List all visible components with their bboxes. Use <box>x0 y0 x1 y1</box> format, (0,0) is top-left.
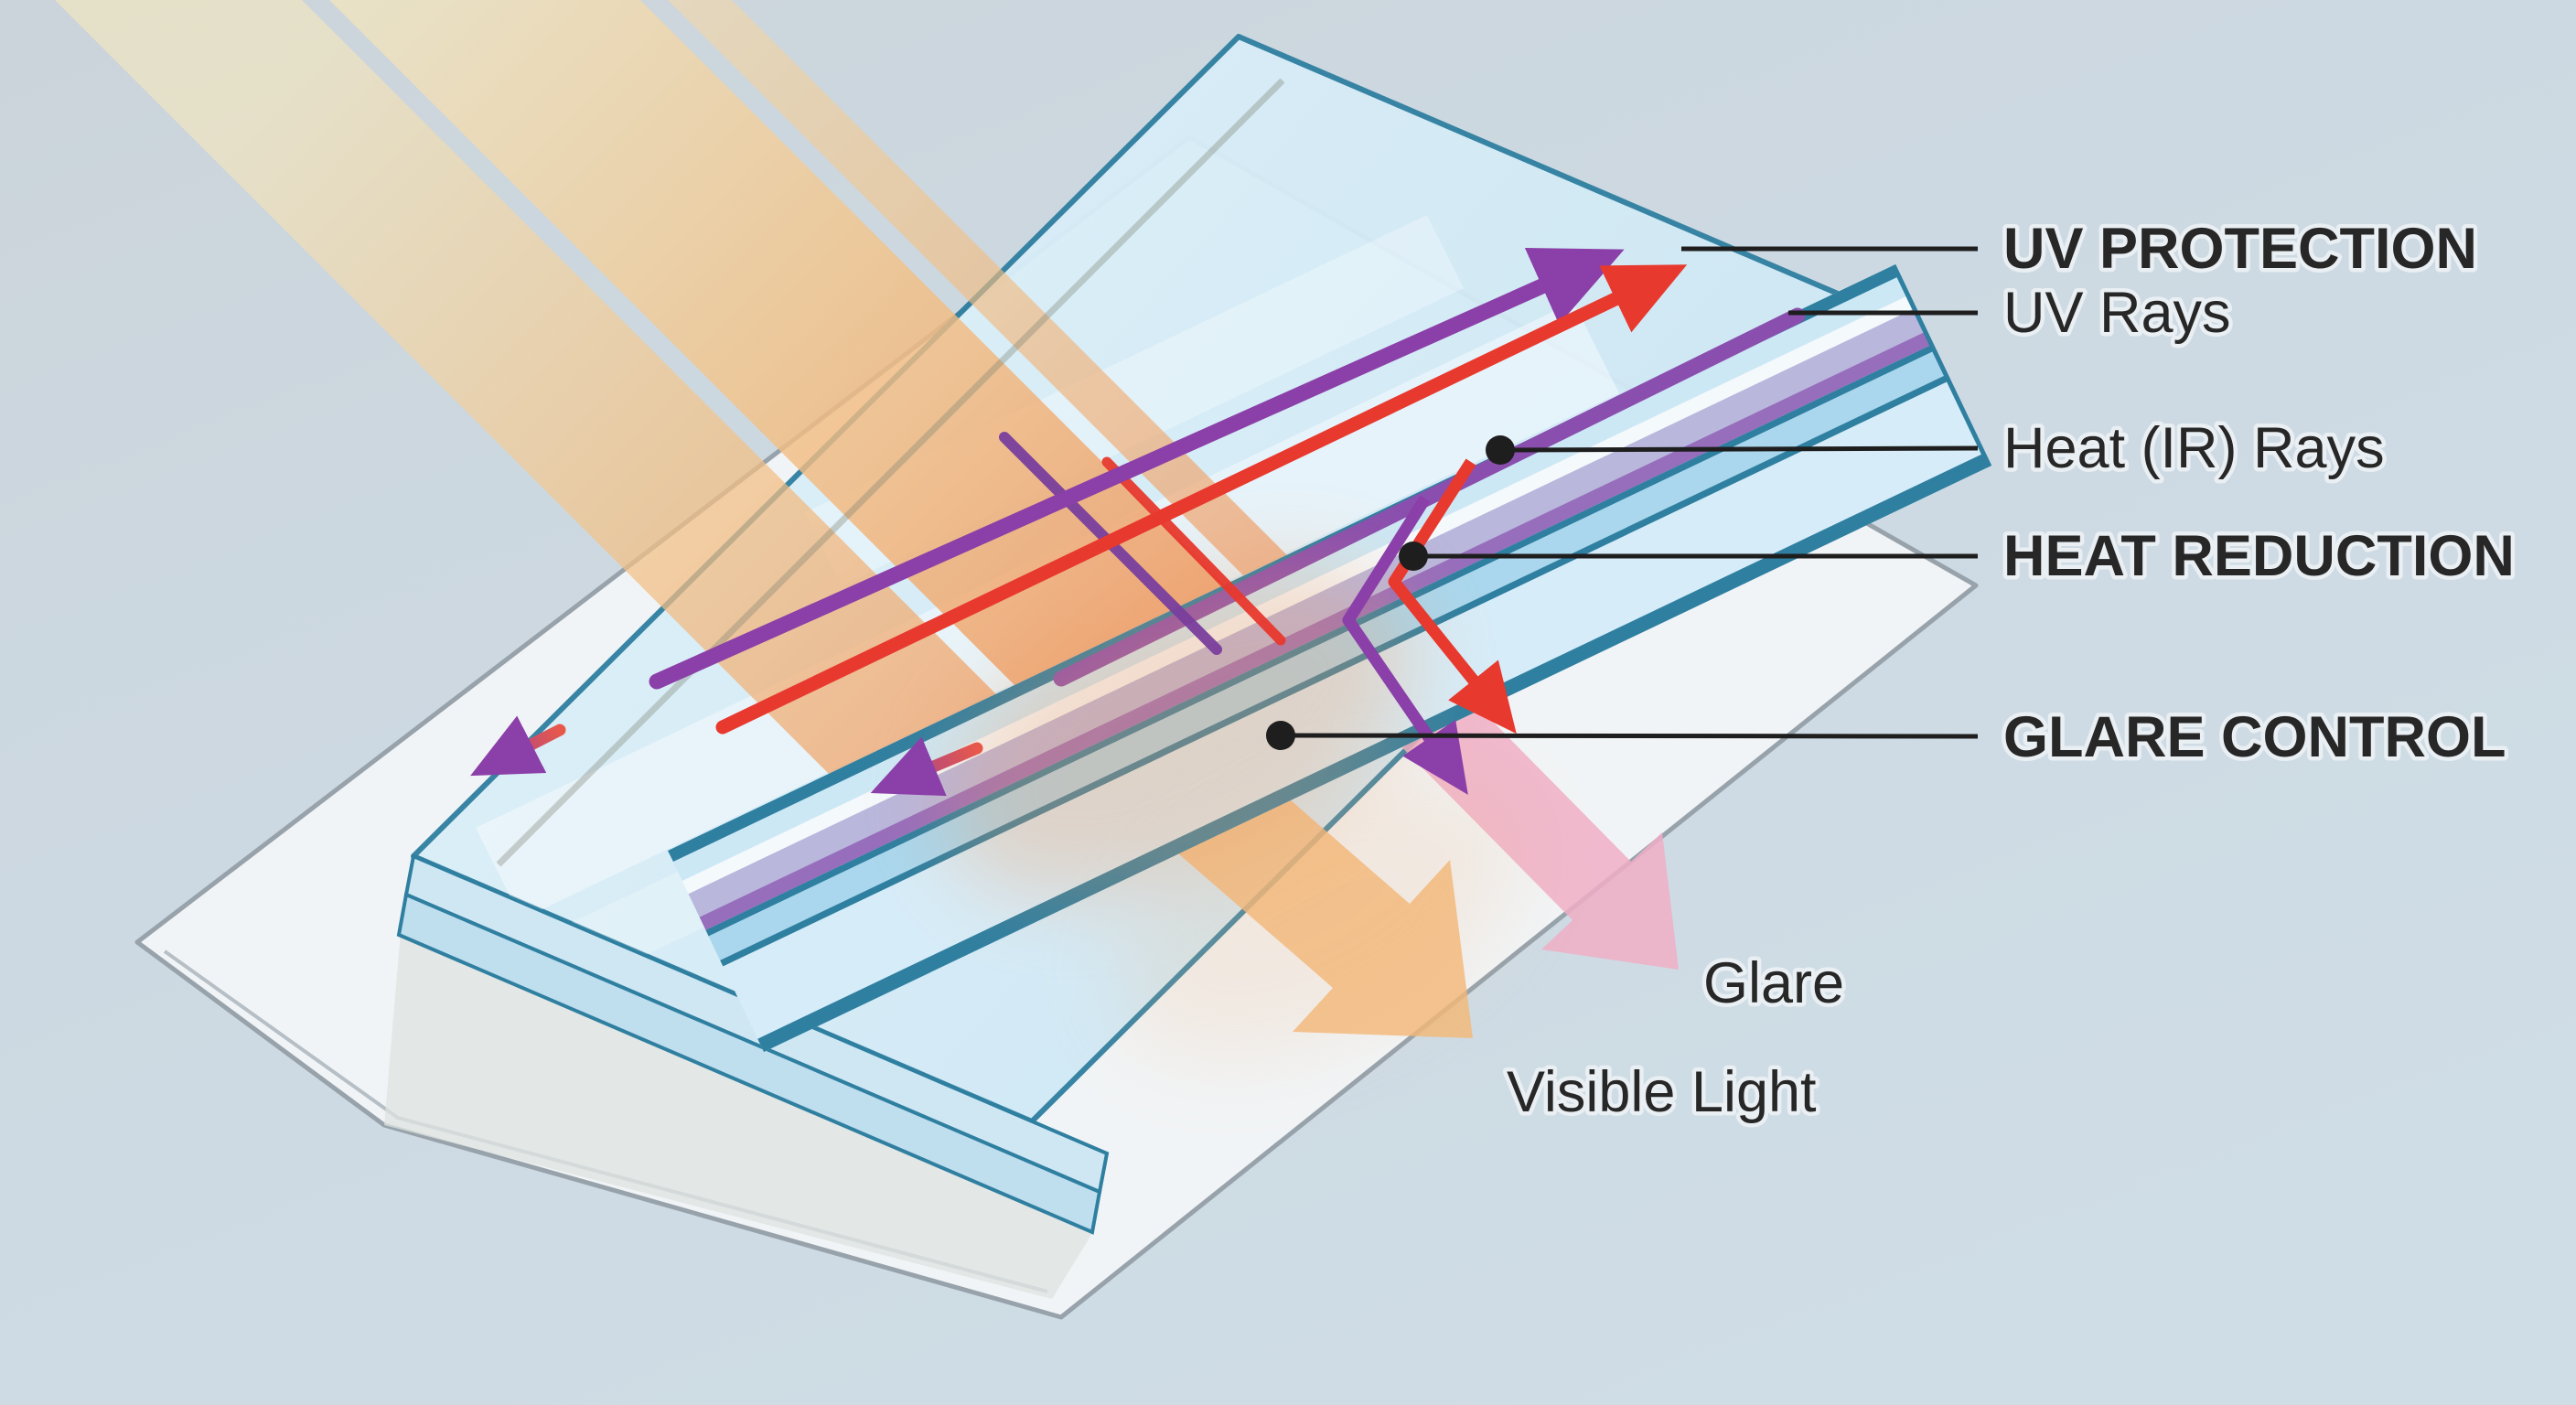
label-glare: Glare <box>1703 951 1844 1015</box>
surface-reflection-arrow-right <box>870 736 983 797</box>
pane-edge-shadow-line <box>496 78 1285 867</box>
label-heat-reduction: HEAT REDUCTION <box>2003 524 2515 588</box>
sun-beam-band-3 <box>668 0 1287 575</box>
label-heat-ir-rays: Heat (IR) Rays <box>2003 416 2385 480</box>
label-uv-protection: UV PROTECTION <box>2003 217 2477 281</box>
callout-leader-lines <box>1280 246 1979 739</box>
label-glare-control: GLARE CONTROL <box>2003 705 2506 769</box>
callout-dot-glare-control <box>1266 721 1295 750</box>
sun-beam-band-2 <box>329 0 1225 685</box>
leader-heat-ir-rays <box>1499 445 1979 453</box>
uv-reflected-arrow <box>649 247 1625 690</box>
label-uv-rays: UV Rays <box>2003 281 2231 345</box>
surface-reflection-arrow-left <box>470 715 566 777</box>
sun-beam-band-1 <box>55 0 996 774</box>
heat-bounce-arrow <box>1388 458 1517 735</box>
incoming-heat-ray <box>1101 456 1286 646</box>
film-stack-end-cap <box>1891 263 1992 468</box>
label-visible-light: Visible Light <box>1507 1060 1817 1124</box>
leader-glare-control <box>1280 733 1979 739</box>
uv-bounce-arrow <box>1342 495 1468 795</box>
glass-edge-band-2 <box>396 892 1102 1235</box>
frame-shadow-band <box>384 931 1094 1299</box>
callout-dots <box>1266 435 1515 750</box>
sun-beams <box>55 0 1287 774</box>
heat-reflected-arrow <box>715 264 1688 735</box>
callout-dot-heat-ir-rays <box>1486 435 1515 465</box>
callout-dot-heat-reduction <box>1399 542 1428 571</box>
transmitted-glow <box>1112 770 1522 1059</box>
